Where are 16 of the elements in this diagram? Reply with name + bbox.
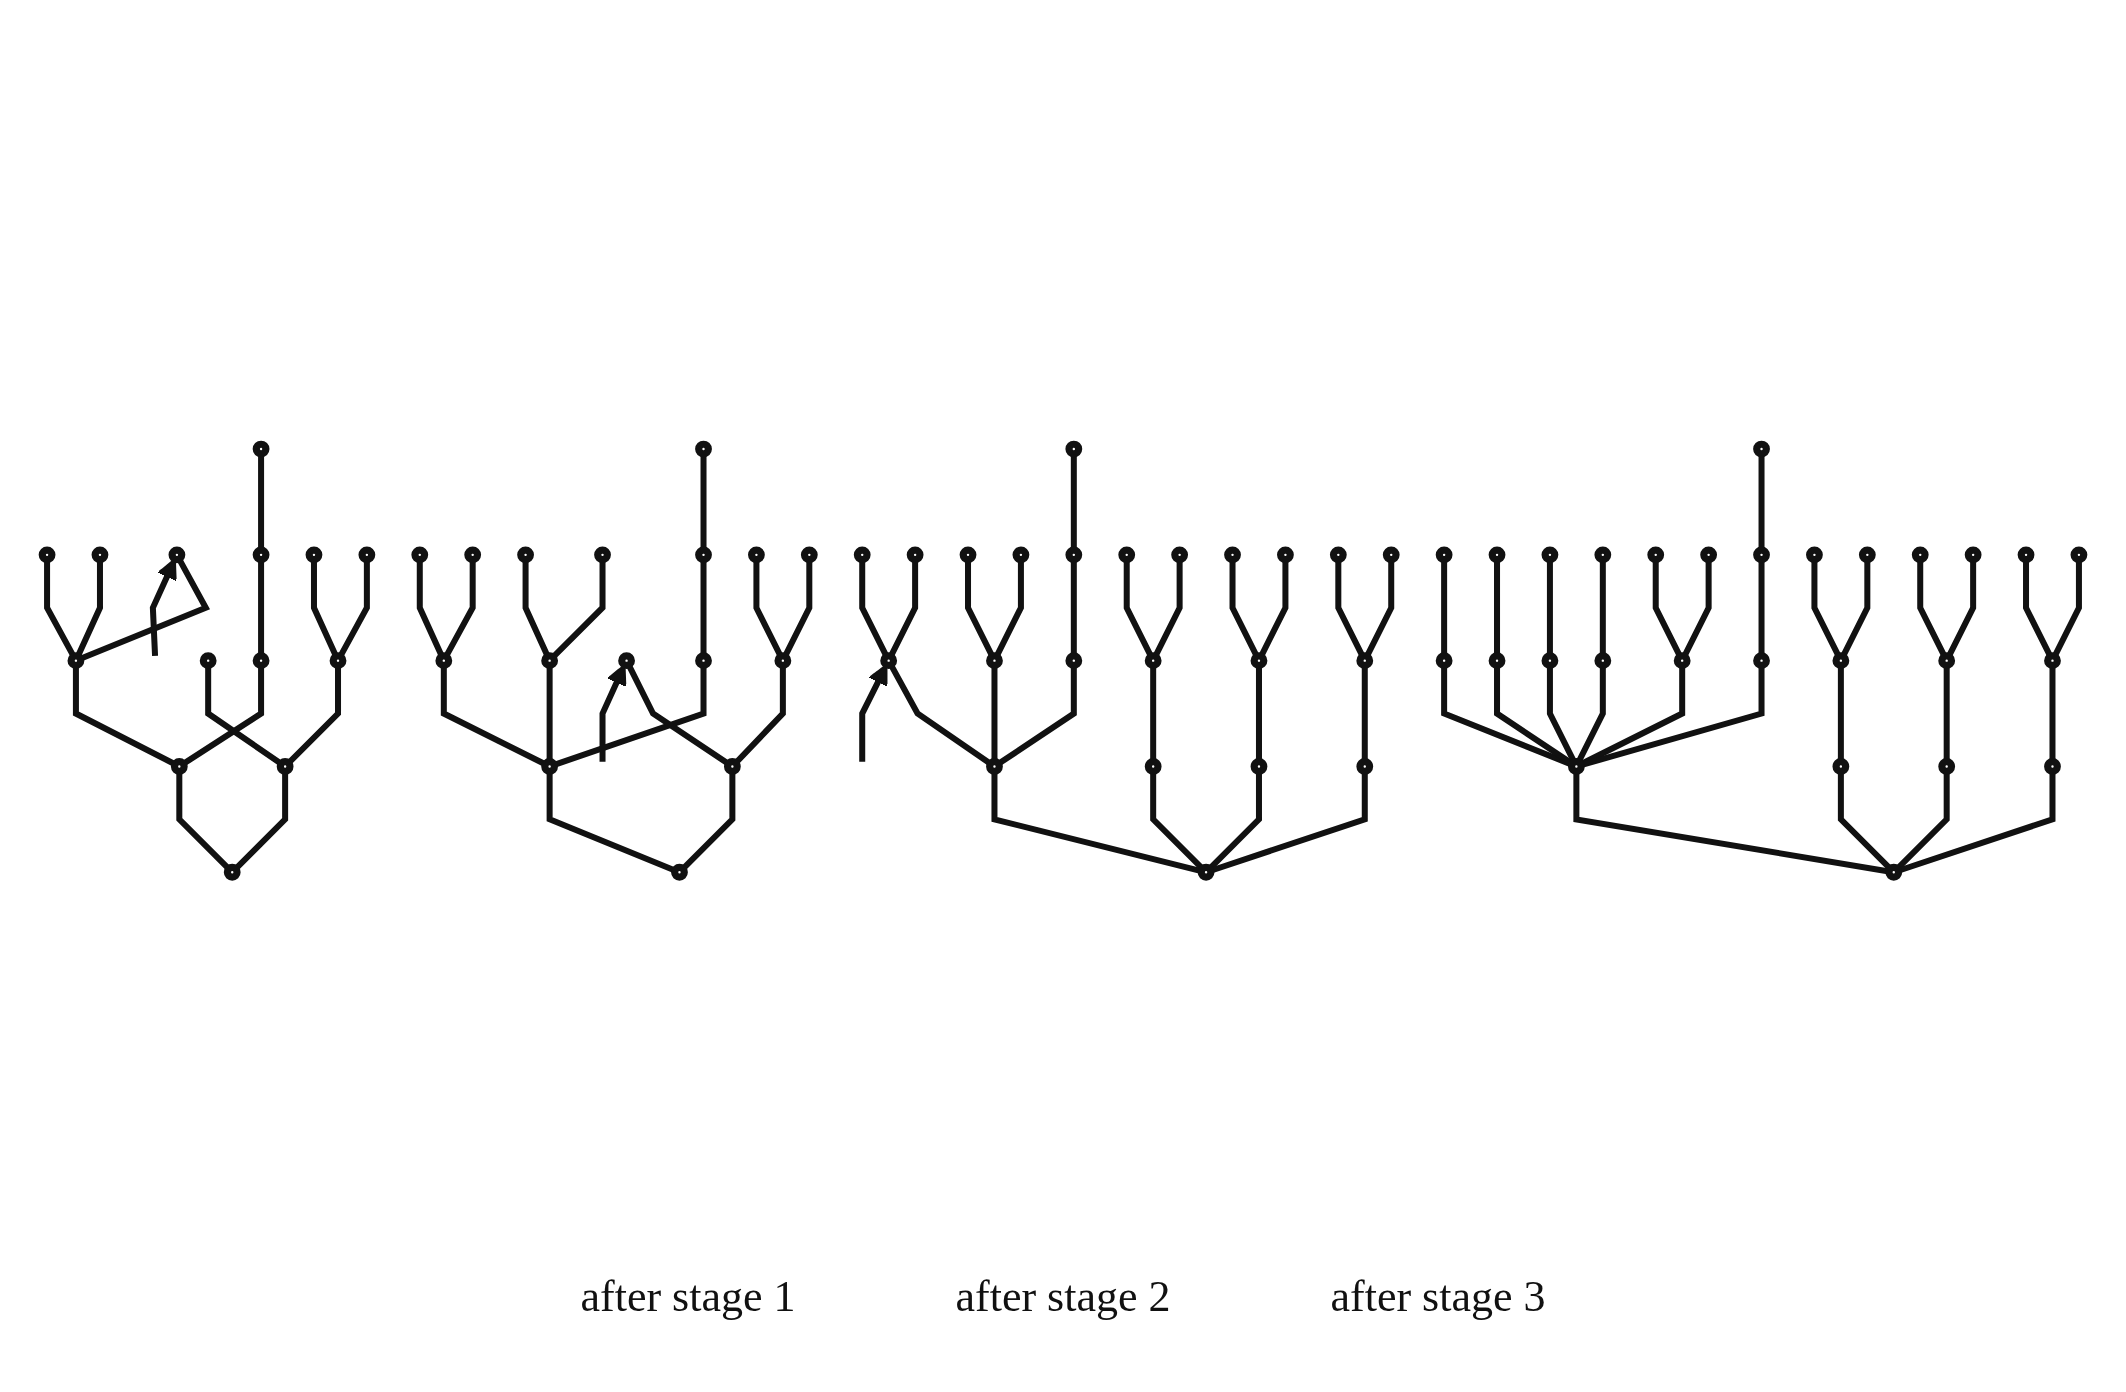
connector	[553, 665, 707, 768]
connector	[680, 771, 736, 871]
connector	[233, 771, 289, 871]
connector	[991, 665, 998, 762]
connector	[991, 771, 1203, 874]
connector	[1150, 771, 1205, 871]
connector	[1580, 665, 1765, 768]
connector	[1897, 771, 2056, 874]
arrow	[149, 558, 177, 656]
connector	[176, 771, 231, 871]
caption: after stage 1	[580, 1270, 796, 1322]
caption: after stage 3	[1330, 1270, 1546, 1322]
caption: after stage 2	[955, 1270, 1171, 1322]
connector	[1837, 771, 1893, 871]
connector	[1209, 771, 1368, 874]
connector	[2049, 665, 2056, 762]
